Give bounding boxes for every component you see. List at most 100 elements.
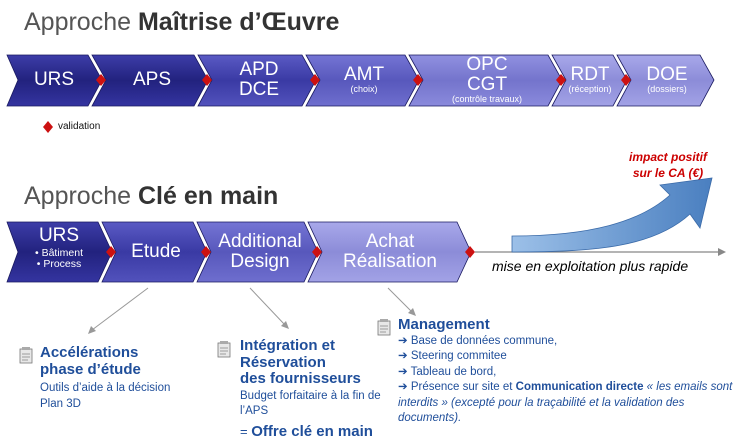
cle-title-prefix: Approche: [24, 182, 138, 210]
bullet-process: Process: [43, 257, 82, 270]
mgmt-title: Management: [398, 316, 490, 333]
step2-urs-label: URS: [38, 225, 80, 246]
notepad-icon: [18, 346, 34, 369]
connector-arrowhead: [408, 308, 416, 316]
validation-diamond: [465, 246, 475, 258]
acc-title2: phase d’étude: [40, 360, 141, 378]
step-aps-label: APS: [132, 69, 172, 90]
impact-line2: sur le CA (€): [632, 165, 704, 180]
step-doe-sub: (dossiers): [647, 83, 687, 94]
step-urs-label: URS: [33, 69, 75, 90]
integ-line2: l’APS: [240, 405, 269, 418]
step2-realisation-label: Réalisation: [343, 250, 437, 272]
mgmt-last-italic: « les emails sont interdits » (excepté p…: [398, 381, 733, 425]
cle-title-bold: Clé en main: [137, 182, 279, 210]
integ-title2: Réservation: [240, 353, 326, 371]
step-amt-label: AMT: [343, 64, 385, 85]
step2-etude-label: Etude: [131, 241, 181, 262]
validation-diamond: [201, 246, 211, 258]
step2-urs: URS • Bâtiment • Process: [16, 226, 102, 270]
step2-urs-bullet: • Process: [36, 257, 82, 270]
validation-diamond: [96, 74, 106, 86]
timeline-arrowhead: [718, 248, 726, 256]
acc-line2: Plan 3D: [40, 397, 81, 410]
integ-offre-label: Offre clé en main: [251, 422, 373, 440]
mgmt-item-text: Base de données commune,: [410, 334, 558, 347]
chevron-urs-2: [6, 221, 113, 283]
step2-urs-bullet: • Bâtiment: [34, 246, 84, 259]
impact-text: impact positif sur le CA (€): [608, 150, 728, 181]
connector-arrowhead: [281, 321, 289, 329]
connector-line: [387, 287, 413, 313]
callout-management: Management ➔ Base de données commune, ➔ …: [398, 316, 740, 427]
step-rdt-label: RDT: [570, 64, 610, 85]
maitrise-title: Approche Maîtrise d’Œuvre: [24, 8, 339, 37]
integ-eq: =: [240, 423, 252, 439]
maitrise-title-bold: Maîtrise d’Œuvre: [137, 8, 340, 36]
validation-diamond: [312, 246, 322, 258]
step-urs: URS: [14, 70, 94, 90]
validation-diamond: [621, 74, 631, 86]
validation-diamond: [106, 246, 116, 258]
step-apd-dce: APD DCE: [210, 60, 308, 100]
integ-line1: Budget forfaitaire à la fin de: [240, 389, 381, 402]
integ-title1: Intégration et: [240, 337, 336, 354]
step2-achat-realisation: Achat Réalisation: [320, 232, 460, 272]
step-opc-label: OPC: [466, 54, 508, 75]
maitrise-title-prefix: Approche: [24, 8, 138, 36]
step2-etude: Etude: [114, 242, 198, 262]
mgmt-item-text: Tableau de bord,: [410, 365, 497, 378]
validation-diamond: [556, 74, 566, 86]
integ-offre: = Offre clé en main: [240, 423, 390, 440]
step-rdt-sub: (réception): [568, 83, 612, 94]
mgmt-item: ➔ Tableau de bord,: [398, 365, 740, 381]
legend-validation: validation: [58, 121, 101, 132]
step-rdt: RDT (réception): [561, 65, 619, 94]
connector-line: [91, 287, 149, 331]
acc-title1: Accélérations: [40, 344, 139, 361]
step-doe: DOE (dossiers): [628, 65, 706, 94]
step-amt-sub: (choix): [350, 83, 378, 94]
chevron-urs: [6, 54, 103, 107]
mise-en-exploitation: mise en exploitation plus rapide: [492, 258, 689, 274]
step2-additional-design: Additional Design: [208, 232, 312, 272]
notepad-icon: [216, 340, 232, 363]
step-cgt-label: CGT: [466, 73, 508, 95]
mgmt-last-bold: Communication directe: [515, 381, 644, 394]
legend-diamond: [43, 121, 53, 133]
impact-arrow: [511, 177, 713, 253]
step-opc-sub: (contrôle travaux): [451, 93, 523, 104]
connector-line: [249, 287, 286, 326]
mgmt-item: ➔ Base de données commune,: [398, 334, 740, 350]
arrow-right-icon: ➔: [398, 350, 411, 363]
mgmt-item: ➔ Steering commitee: [398, 349, 740, 365]
mgmt-last-prefix: Présence sur site et: [410, 381, 516, 394]
bullet-batiment: Bâtiment: [41, 246, 84, 259]
arrow-right-icon: ➔: [398, 381, 411, 394]
step2-achat-label: Achat: [365, 231, 415, 252]
connector-arrowhead: [88, 326, 96, 334]
integ-title3: des fournisseurs: [240, 370, 361, 387]
step-dce-label: DCE: [238, 78, 280, 100]
notepad-icon: [376, 318, 392, 341]
acc-line1: Outils d’aide à la décision: [40, 382, 171, 394]
callout-accelerations: Accélérations phase d’étude Outils d’aid…: [40, 344, 210, 412]
validation-diamond: [310, 74, 320, 86]
mgmt-item-text: Steering commitee: [410, 350, 507, 363]
callout-integration: Intégration et Réservation des fournisse…: [240, 337, 390, 440]
step-opc-cgt: OPC CGT (contrôle travaux): [421, 55, 553, 104]
impact-line1: impact positif: [628, 150, 707, 164]
step-apd-label: APD: [239, 59, 279, 80]
step2-design-label: Design: [230, 250, 290, 272]
validation-diamond: [202, 74, 212, 86]
cle-title: Approche Clé en main: [24, 182, 278, 211]
mgmt-item: ➔ Présence sur site et Communication dir…: [398, 380, 740, 427]
step-aps: APS: [104, 70, 200, 90]
step-doe-label: DOE: [646, 64, 688, 85]
arrow-right-icon: ➔: [398, 365, 411, 378]
step2-additional-label: Additional: [218, 231, 302, 252]
step-amt: AMT (choix): [318, 65, 410, 94]
validation-diamond: [413, 74, 423, 86]
